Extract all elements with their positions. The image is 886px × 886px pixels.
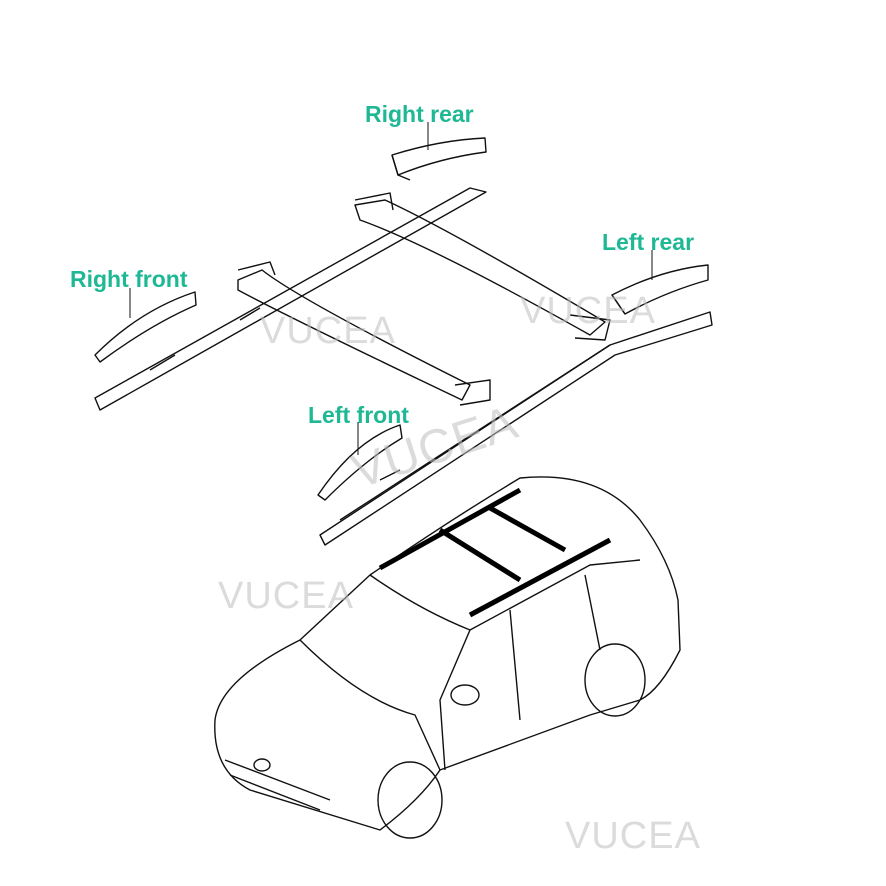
leader-lines	[129, 122, 653, 455]
installed-roof-rack	[378, 487, 612, 618]
right-front-cover	[94, 291, 197, 363]
label-left-rear: Left rear	[602, 229, 695, 255]
rear-cross-bar	[354, 192, 611, 341]
watermark: VUCEA	[520, 290, 656, 332]
label-left-front: Left front	[308, 402, 409, 428]
watermark: VUCEA	[218, 575, 354, 617]
front-cross-bar	[237, 261, 491, 406]
left-front-cover	[317, 424, 403, 501]
left-side-rail	[319, 311, 713, 546]
watermark: VUCEA	[565, 815, 701, 857]
watermark: VUCEA	[260, 310, 396, 352]
label-right-front: Right front	[70, 266, 188, 292]
right-rear-cover	[391, 137, 487, 181]
car-outline	[214, 476, 681, 839]
left-rear-cover	[611, 264, 709, 315]
right-side-rail	[94, 187, 487, 411]
label-right-rear: Right rear	[365, 101, 474, 127]
